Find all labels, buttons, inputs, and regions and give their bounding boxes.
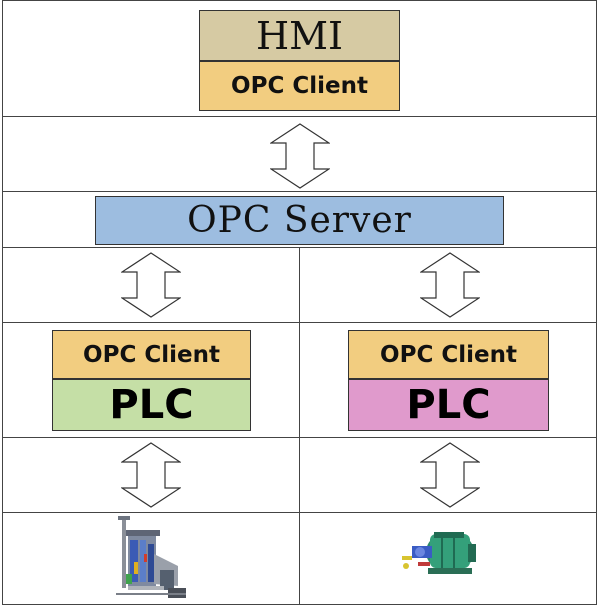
double-arrow-icon bbox=[121, 252, 181, 318]
opc-server-box: OPC Server bbox=[95, 196, 504, 245]
hmi-label: HMI bbox=[255, 13, 344, 58]
double-arrow-icon bbox=[121, 442, 181, 508]
right-opc-client-box: OPC Client bbox=[348, 330, 549, 379]
row-divider bbox=[2, 116, 597, 117]
hmi-box: HMI bbox=[199, 10, 400, 61]
opc-server-label: OPC Server bbox=[187, 200, 412, 241]
column-divider bbox=[299, 247, 300, 605]
left-opc-client-box: OPC Client bbox=[52, 330, 251, 379]
left-plc-box: PLC bbox=[52, 379, 251, 431]
double-arrow-icon bbox=[420, 442, 480, 508]
double-arrow-icon bbox=[420, 252, 480, 318]
double-arrow-icon bbox=[270, 123, 330, 189]
right-plc-box: PLC bbox=[348, 379, 549, 431]
row-divider bbox=[2, 191, 597, 192]
plc-label: PLC bbox=[406, 382, 491, 428]
plc-label: PLC bbox=[109, 382, 194, 428]
opc-client-label: OPC Client bbox=[83, 341, 220, 368]
turbine-icon bbox=[402, 532, 476, 574]
opc-client-label: OPC Client bbox=[380, 341, 517, 368]
boiler-plant-icon bbox=[116, 516, 186, 598]
hmi-opc-client-box: OPC Client bbox=[199, 61, 400, 111]
opc-client-label: OPC Client bbox=[231, 73, 368, 99]
